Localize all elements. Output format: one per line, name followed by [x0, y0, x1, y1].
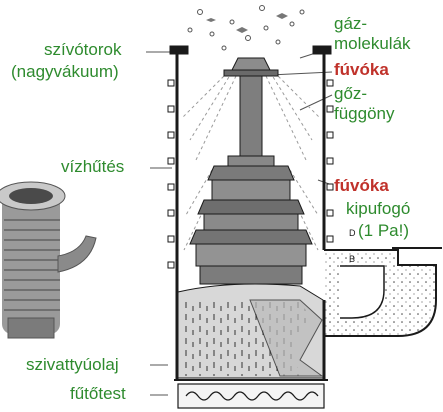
exhaust-pipe [324, 248, 442, 336]
gas-molecules [188, 6, 304, 51]
label-exhaust-pressure: (1 Pa!) [358, 221, 409, 241]
pump-photo [0, 182, 96, 338]
label-suction-port: szívótorok [44, 40, 121, 60]
label-exhaust: kipufogó [346, 199, 410, 219]
nozzle-stack [190, 58, 312, 284]
label-vapor-curtain-1: gőz- [334, 84, 367, 104]
label-suction-port-note: (nagyvákuum) [11, 62, 119, 82]
label-pump-oil: szivattyúolaj [26, 355, 119, 375]
label-vapor-curtain-2: függöny [334, 104, 395, 124]
heater-coil [178, 384, 324, 408]
label-gas-molecules-2: molekulák [334, 34, 411, 54]
label-nozzle-top: fúvóka [334, 60, 389, 80]
marker-d: D [349, 228, 356, 238]
label-nozzle-mid: fúvóka [334, 176, 389, 196]
label-heater: fűtőtest [70, 384, 126, 404]
oil-region [178, 284, 323, 378]
label-gas-molecules-1: gáz- [334, 14, 367, 34]
marker-b: B [349, 254, 355, 264]
label-water-cooling: vízhűtés [61, 157, 124, 177]
